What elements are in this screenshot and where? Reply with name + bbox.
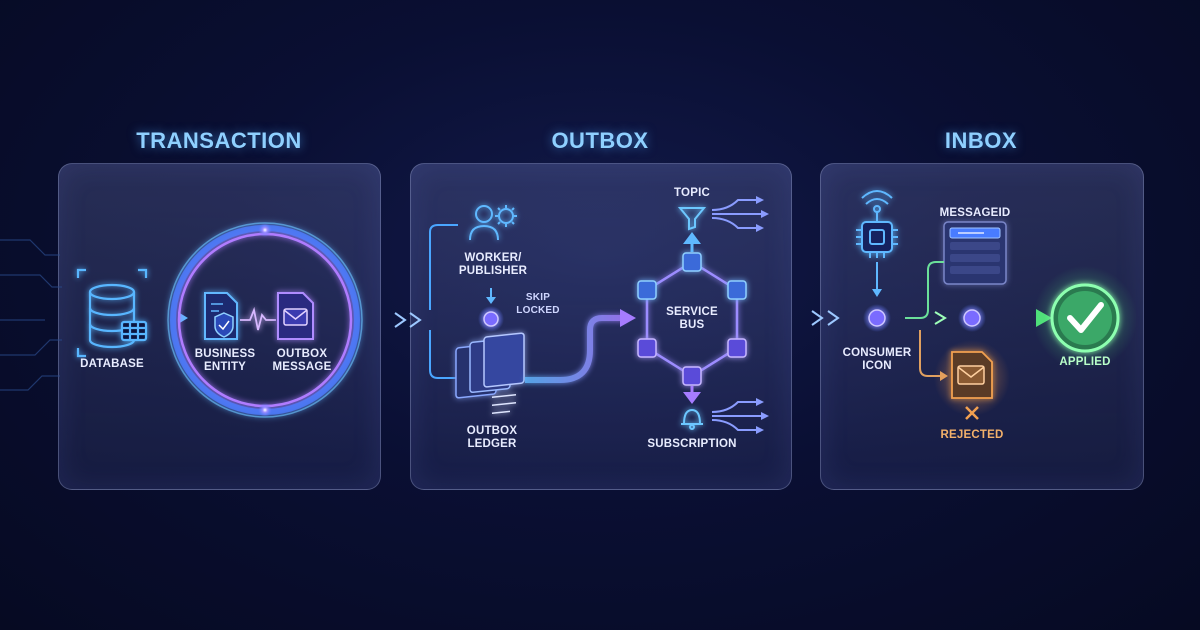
publisher-node-core [483,311,499,327]
label-skip-locked: SKIP LOCKED [516,292,560,316]
sub-fanout-head-2 [761,412,769,420]
worker-branch-line [429,224,458,310]
chip-icon [856,190,898,258]
consumer-node-core [868,309,886,327]
label-subscription: SUBSCRIPTION [647,438,737,450]
flow-arrowhead-4 [827,310,840,326]
server-rack-icon [943,221,1007,285]
section-title-outbox: OUTBOX [551,128,649,153]
label-rejected: REJECTED [940,429,1004,441]
chip-arrowhead [872,289,882,297]
filter-icon [677,207,707,231]
cube-icon [637,252,747,386]
flow-arrowhead-2 [409,312,422,328]
label-worker-publisher: WORKER/ PUBLISHER [458,252,528,277]
consumer-to-rejected-line [919,330,944,377]
label-service-bus: SERVICE BUS [666,306,718,331]
circuit-lines-decoration [0,239,62,391]
label-outbox-ledger: OUTBOX LEDGER [466,425,518,450]
x-icon [965,406,979,420]
ring-spark-bottom [258,403,272,417]
flow-arrowhead-5 [934,311,947,325]
checkmark-icon [1050,283,1120,353]
sub-fanout-head-3 [756,426,764,434]
heartbeat-line [240,306,276,331]
subscription-fanout-arrows [711,401,765,431]
envelope-icon [951,351,993,399]
ledger-stack-icon [455,332,525,415]
section-title-inbox: INBOX [944,128,1018,153]
label-applied: APPLIED [1059,356,1111,368]
sub-fanout-head-1 [756,398,764,406]
bell-icon [681,408,703,430]
consumer-to-messageid-line [905,261,944,319]
topic-fanout-head-1 [756,196,764,204]
label-topic: TOPIC [674,187,710,199]
database-icon [76,268,148,358]
ring-spark-top [258,223,272,237]
flow-ledger-to-bus [525,315,625,383]
panel-transaction [58,163,381,490]
panel-outbox [410,163,792,490]
label-consumer-icon: CONSUMER ICON [842,347,912,372]
ledger-branch-line [429,330,458,379]
label-database: DATABASE [80,358,144,370]
label-business-entity: BUSINESS ENTITY [194,348,256,373]
topic-fanout-head-3 [756,224,764,232]
topic-fanout-head-2 [761,210,769,218]
envelope-icon [277,292,314,340]
topic-arrowhead [683,232,701,244]
flow-ledger-arrowhead [620,309,636,327]
flow-arrowhead-3 [811,310,824,326]
db-arrowhead [178,312,188,324]
worker-arrowhead [486,297,496,304]
document-shield-icon [204,292,238,340]
label-messageid: MESSAGEID [939,207,1011,219]
flow-arrowhead-1 [394,312,407,328]
subscription-arrowhead [683,392,701,404]
dedupe-node-core [963,309,981,327]
label-outbox-message: OUTBOX MESSAGE [272,348,332,373]
topic-fanout-arrows [711,199,765,229]
section-title-transaction: TRANSACTION [136,128,302,153]
worker-gear-icon [469,205,517,241]
